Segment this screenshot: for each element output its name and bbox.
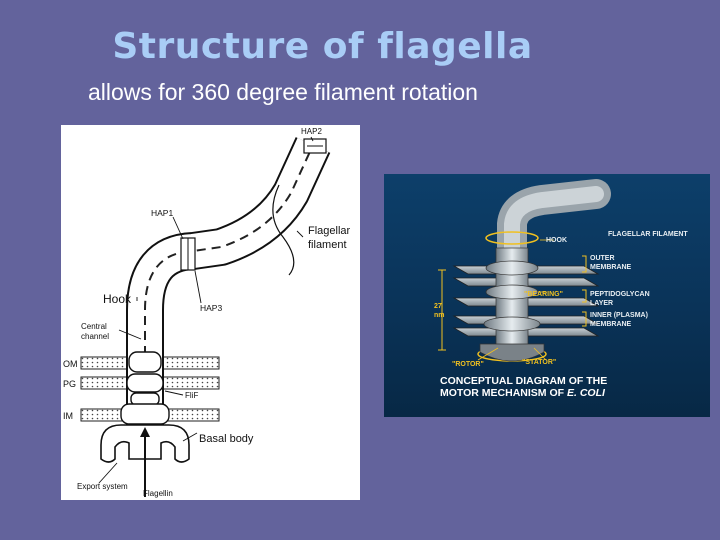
- label-hook: Hook: [103, 292, 132, 306]
- slide-title: Structure of flagella: [112, 26, 533, 67]
- label-flagellar-filament-line1: Flagellar: [308, 225, 351, 237]
- label-export-system: Export system: [77, 482, 128, 491]
- label-outer-membrane-line2: MEMBRANE: [590, 264, 632, 271]
- flagellum-structure-diagram: HAP2 HAP1 Flagellar filament Hook HAP3 C…: [61, 125, 360, 500]
- label-hap1: HAP1: [151, 208, 173, 218]
- motor-leader-lines: [477, 239, 554, 361]
- label-hap2: HAP2: [301, 127, 322, 136]
- label-hap3: HAP3: [200, 303, 222, 313]
- label-flagellar-filament-line2: filament: [308, 239, 347, 251]
- caption-line1: CONCEPTUAL DIAGRAM OF THE: [440, 375, 607, 387]
- label-im: IM: [63, 411, 73, 421]
- label-pg: PG: [63, 379, 76, 389]
- label-basal-body: Basal body: [199, 433, 254, 445]
- label-motor-hook: HOOK: [546, 237, 567, 244]
- basal-body-rings: [120, 351, 170, 425]
- caption-line2: MOTOR MECHANISM OF E. COLI: [440, 387, 606, 399]
- central-channel-line: [144, 144, 314, 430]
- filament-wave: [272, 184, 295, 276]
- caption-organism: E. COLI: [567, 387, 606, 399]
- label-rotor: "ROTOR": [452, 361, 484, 368]
- label-bearing: "BEARING": [524, 291, 563, 298]
- label-motor-flagellar-filament: FLAGELLAR FILAMENT: [608, 231, 688, 238]
- slide-subtitle: allows for 360 degree filament rotation: [88, 79, 478, 105]
- leader-lines: [98, 136, 314, 484]
- motor-mechanism-diagram: FLAGELLAR FILAMENT HOOK OUTER MEMBRANE "…: [384, 174, 710, 417]
- label-inner-membrane-line2: MEMBRANE: [590, 321, 632, 328]
- label-central-channel-line2: channel: [81, 332, 109, 341]
- label-peptidoglycan-line2: LAYER: [590, 300, 613, 307]
- label-size-unit: nm: [434, 312, 445, 319]
- label-stator: "STATOR": [522, 359, 556, 366]
- flagellum-structure-svg: HAP2 HAP1 Flagellar filament Hook HAP3 C…: [63, 127, 351, 498]
- label-outer-membrane-line1: OUTER: [590, 255, 615, 262]
- motor-mechanism-svg: FLAGELLAR FILAMENT HOOK OUTER MEMBRANE "…: [434, 179, 688, 399]
- label-flif: FliF: [185, 391, 198, 400]
- hook-rotation-arrow: [485, 231, 539, 245]
- label-flagellin: Flagellin: [143, 489, 173, 498]
- label-size-value: 27: [434, 303, 442, 310]
- rotor-disk: [479, 343, 545, 362]
- label-om: OM: [63, 359, 78, 369]
- layer-brackets: [582, 255, 587, 327]
- label-central-channel-line1: Central: [81, 322, 107, 331]
- label-peptidoglycan-line1: PEPTIDOGLYCAN: [590, 291, 650, 298]
- label-inner-membrane-line1: INNER (PLASMA): [590, 312, 648, 319]
